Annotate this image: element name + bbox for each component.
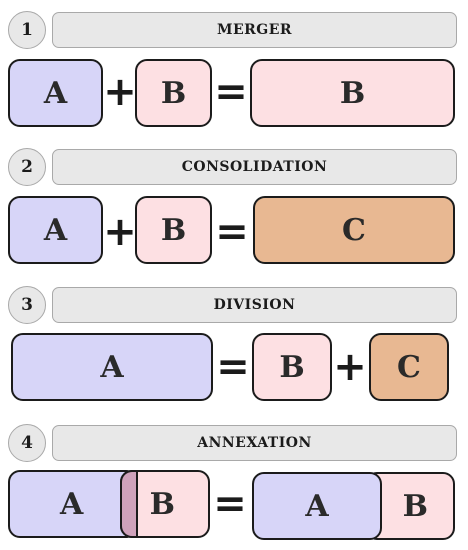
step-title-bar: DIVISION: [52, 287, 457, 323]
step-number-badge: 3: [8, 286, 46, 324]
step-title-bar: ANNEXATION: [52, 425, 457, 461]
result-c-box: C: [369, 333, 449, 401]
entity-a-box: A: [8, 59, 103, 127]
step-title-bar: CONSOLIDATION: [52, 149, 457, 185]
entity-a-box: A: [8, 470, 138, 538]
result-c-box: C: [253, 196, 455, 264]
overlap-edge: [136, 470, 138, 538]
result-b-box: B: [250, 59, 455, 127]
plus-operator: +: [103, 209, 137, 255]
equals-operator: =: [213, 481, 247, 527]
result-a-box: A: [252, 472, 382, 540]
entity-a-box: A: [8, 196, 103, 264]
equals-operator: =: [215, 209, 249, 255]
result-b-box: B: [252, 333, 332, 401]
equals-operator: =: [216, 344, 250, 390]
entity-a-box: A: [11, 333, 213, 401]
overlap-region: [120, 470, 138, 538]
entity-b-box: B: [135, 196, 212, 264]
step-title-bar: MERGER: [52, 12, 457, 48]
plus-operator: +: [103, 69, 137, 115]
equals-operator: =: [214, 69, 248, 115]
step-number-badge: 1: [8, 11, 46, 49]
step-number-badge: 2: [8, 148, 46, 186]
step-number-badge: 4: [8, 424, 46, 462]
plus-operator: +: [333, 344, 367, 390]
entity-b-box: B: [135, 59, 212, 127]
